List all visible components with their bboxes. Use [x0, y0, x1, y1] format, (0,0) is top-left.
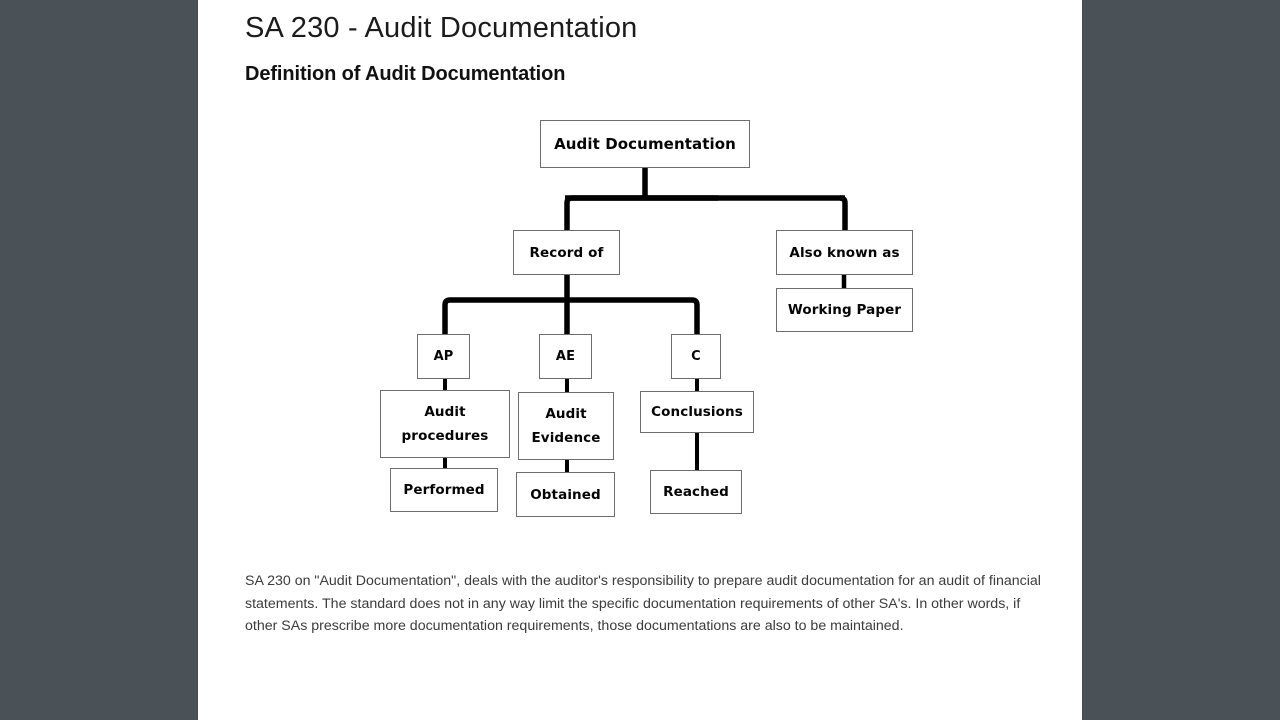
node-ae-abbrev[interactable]: AE: [539, 334, 592, 379]
node-reached[interactable]: Reached: [650, 470, 742, 514]
node-audit-documentation[interactable]: Audit Documentation: [540, 120, 750, 168]
node-performed[interactable]: Performed: [390, 468, 498, 512]
document-page: SA 230 - Audit Documentation Definition …: [198, 0, 1082, 720]
node-conclusions[interactable]: Conclusions: [640, 391, 754, 433]
page-title: SA 230 - Audit Documentation: [245, 12, 638, 44]
node-audit-evidence[interactable]: Audit Evidence: [518, 392, 614, 460]
node-c-abbrev[interactable]: C: [671, 334, 721, 379]
node-audit-procedures[interactable]: Audit procedures: [380, 390, 510, 458]
body-paragraph: SA 230 on "Audit Documentation", deals w…: [245, 573, 1041, 635]
audit-documentation-tree-diagram: Audit Documentation Record of Also known…: [198, 0, 1082, 560]
node-record-of[interactable]: Record of: [513, 230, 620, 275]
node-working-paper[interactable]: Working Paper: [776, 288, 913, 332]
node-also-known-as[interactable]: Also known as: [776, 230, 913, 275]
node-obtained[interactable]: Obtained: [516, 472, 615, 517]
section-heading: Definition of Audit Documentation: [245, 63, 566, 85]
node-ap-abbrev[interactable]: AP: [417, 334, 470, 379]
diagram-connector-lines: [442, 168, 848, 472]
